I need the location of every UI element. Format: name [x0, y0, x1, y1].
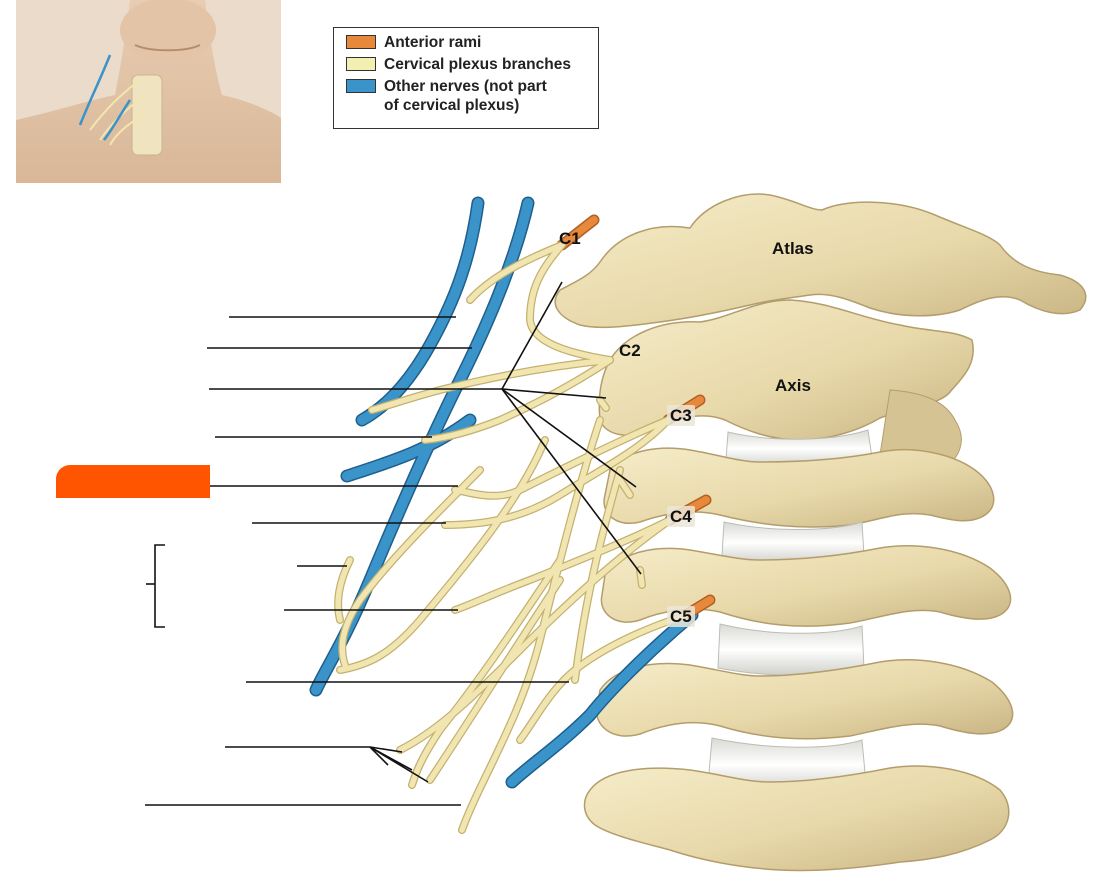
- redaction-block: [56, 465, 210, 498]
- legend-item-anterior-rami: Anterior rami: [346, 33, 592, 52]
- cervical-plexus-branches: [334, 241, 688, 834]
- c5-label: C5: [667, 606, 695, 627]
- legend-label: Cervical plexus branches: [384, 56, 571, 73]
- vertebral-column: [554, 193, 1087, 872]
- c5-vertebra: [596, 659, 1014, 740]
- legend-swatch-other-nerves: [346, 79, 376, 93]
- c2-label: C2: [619, 341, 641, 360]
- legend-label: Anterior rami: [384, 34, 482, 51]
- leader-lines: [145, 281, 642, 806]
- legend-swatch-anterior-rami: [346, 35, 376, 49]
- c3-label: C3: [667, 405, 695, 426]
- legend-swatch-cervical-plexus: [346, 57, 376, 71]
- intervertebral-disc: [717, 623, 865, 676]
- axis-label: Axis: [775, 376, 811, 395]
- legend-label: Other nerves (not part of cervical plexu…: [384, 78, 547, 114]
- c1-label: C1: [559, 229, 581, 248]
- legend-item-cervical-plexus-branches: Cervical plexus branches: [346, 55, 592, 74]
- c4-vertebra: [600, 545, 1012, 627]
- inset-neck-illustration: [16, 0, 281, 183]
- atlas-label: Atlas: [772, 239, 814, 258]
- atlas-vertebra: [554, 193, 1087, 329]
- c6-vertebra: [583, 765, 1010, 872]
- c4-label: C4: [667, 506, 695, 527]
- legend-item-other-nerves: Other nerves (not part of cervical plexu…: [346, 77, 592, 115]
- legend: Anterior rami Cervical plexus branches O…: [333, 27, 599, 129]
